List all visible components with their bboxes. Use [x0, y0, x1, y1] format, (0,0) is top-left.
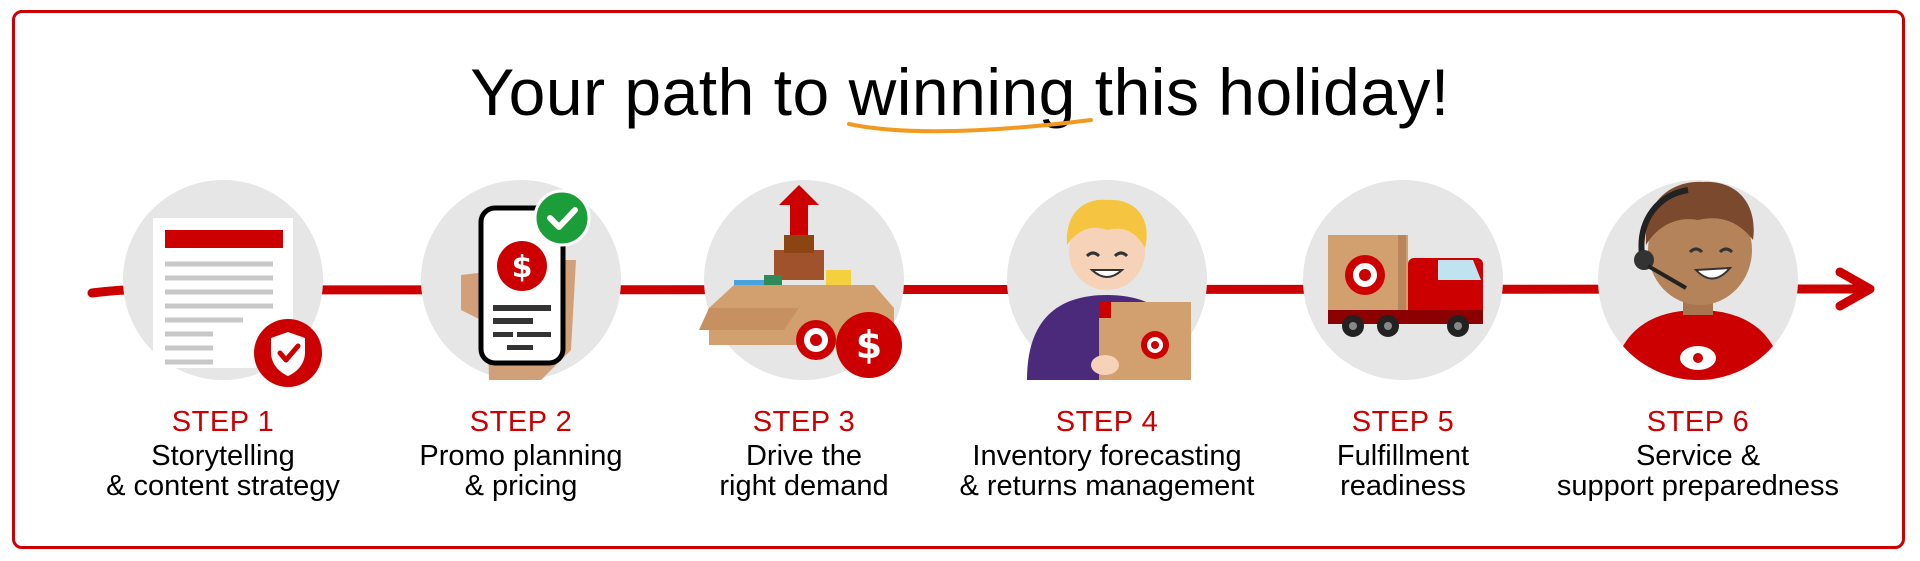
step-3: $ STEP 3 Drive the right demand	[654, 180, 954, 501]
title-start: Your path to	[470, 55, 849, 129]
svg-text:$: $	[856, 323, 882, 367]
page-title: Your path to winning this holiday!	[0, 52, 1920, 134]
step-5-line-2: readiness	[1340, 470, 1466, 502]
step-1-line-2: & content strategy	[106, 470, 340, 502]
underline-swoosh-icon	[846, 118, 1093, 134]
step-4-label: STEP 4	[1055, 406, 1159, 438]
document-shield-icon	[153, 218, 322, 387]
step-6-description: Service & support preparedness	[1548, 441, 1848, 501]
step-5-label: STEP 5	[1351, 406, 1455, 438]
step-6-label: STEP 6	[1646, 406, 1750, 438]
step-3-illustration: $	[699, 180, 904, 380]
title-highlight: winning	[846, 52, 1093, 134]
arrow-head-icon	[1835, 267, 1875, 311]
title-end: this holiday!	[1075, 55, 1450, 129]
svg-text:$: $	[512, 250, 533, 285]
step-2-description: Promo planning & pricing	[371, 441, 671, 501]
step-5-description: Fulfillment readiness	[1253, 441, 1553, 501]
support-agent-icon	[1613, 181, 1783, 380]
step-5-line-1: Fulfillment	[1336, 440, 1470, 472]
step-4-line-1: Inventory forecasting	[972, 440, 1242, 472]
step-3-label: STEP 3	[752, 406, 856, 438]
step-2-line-2: & pricing	[464, 470, 578, 502]
step-6-line-1: Service &	[1635, 440, 1761, 472]
step-1-line-1: Storytelling	[151, 440, 295, 472]
step-3-line-2: right demand	[719, 470, 889, 502]
banner-frame	[12, 10, 1905, 549]
step-4-description: Inventory forecasting & returns manageme…	[957, 441, 1257, 501]
step-1-illustration	[123, 180, 323, 387]
step-5-illustration	[1303, 180, 1503, 380]
step-4: STEP 4 Inventory forecasting & returns m…	[957, 180, 1257, 501]
title-highlight-word: winning	[848, 55, 1076, 129]
step-6-illustration	[1598, 180, 1798, 380]
box-products-icon: $	[699, 185, 902, 378]
delivery-truck-icon	[1328, 235, 1483, 337]
step-1-description: Storytelling & content strategy	[73, 441, 373, 501]
step-4-line-2: & returns management	[959, 470, 1255, 502]
step-5: STEP 5 Fulfillment readiness	[1253, 180, 1553, 501]
step-1-label: STEP 1	[171, 406, 275, 438]
step-2-label: STEP 2	[469, 406, 573, 438]
step-2: $ STEP 2 Promo planning & pricing	[371, 180, 671, 501]
step-3-line-1: Drive the	[745, 440, 863, 472]
person-box-icon	[1027, 199, 1191, 380]
step-1: STEP 1 Storytelling & content strategy	[73, 180, 373, 501]
step-6-line-2: support preparedness	[1556, 470, 1840, 502]
phone-dollar-icon: $	[461, 189, 591, 380]
step-3-description: Drive the right demand	[654, 441, 954, 501]
step-6: STEP 6 Service & support preparedness	[1548, 180, 1848, 501]
step-2-illustration: $	[421, 180, 621, 380]
step-2-line-1: Promo planning	[419, 440, 623, 472]
step-4-illustration	[1007, 180, 1207, 380]
